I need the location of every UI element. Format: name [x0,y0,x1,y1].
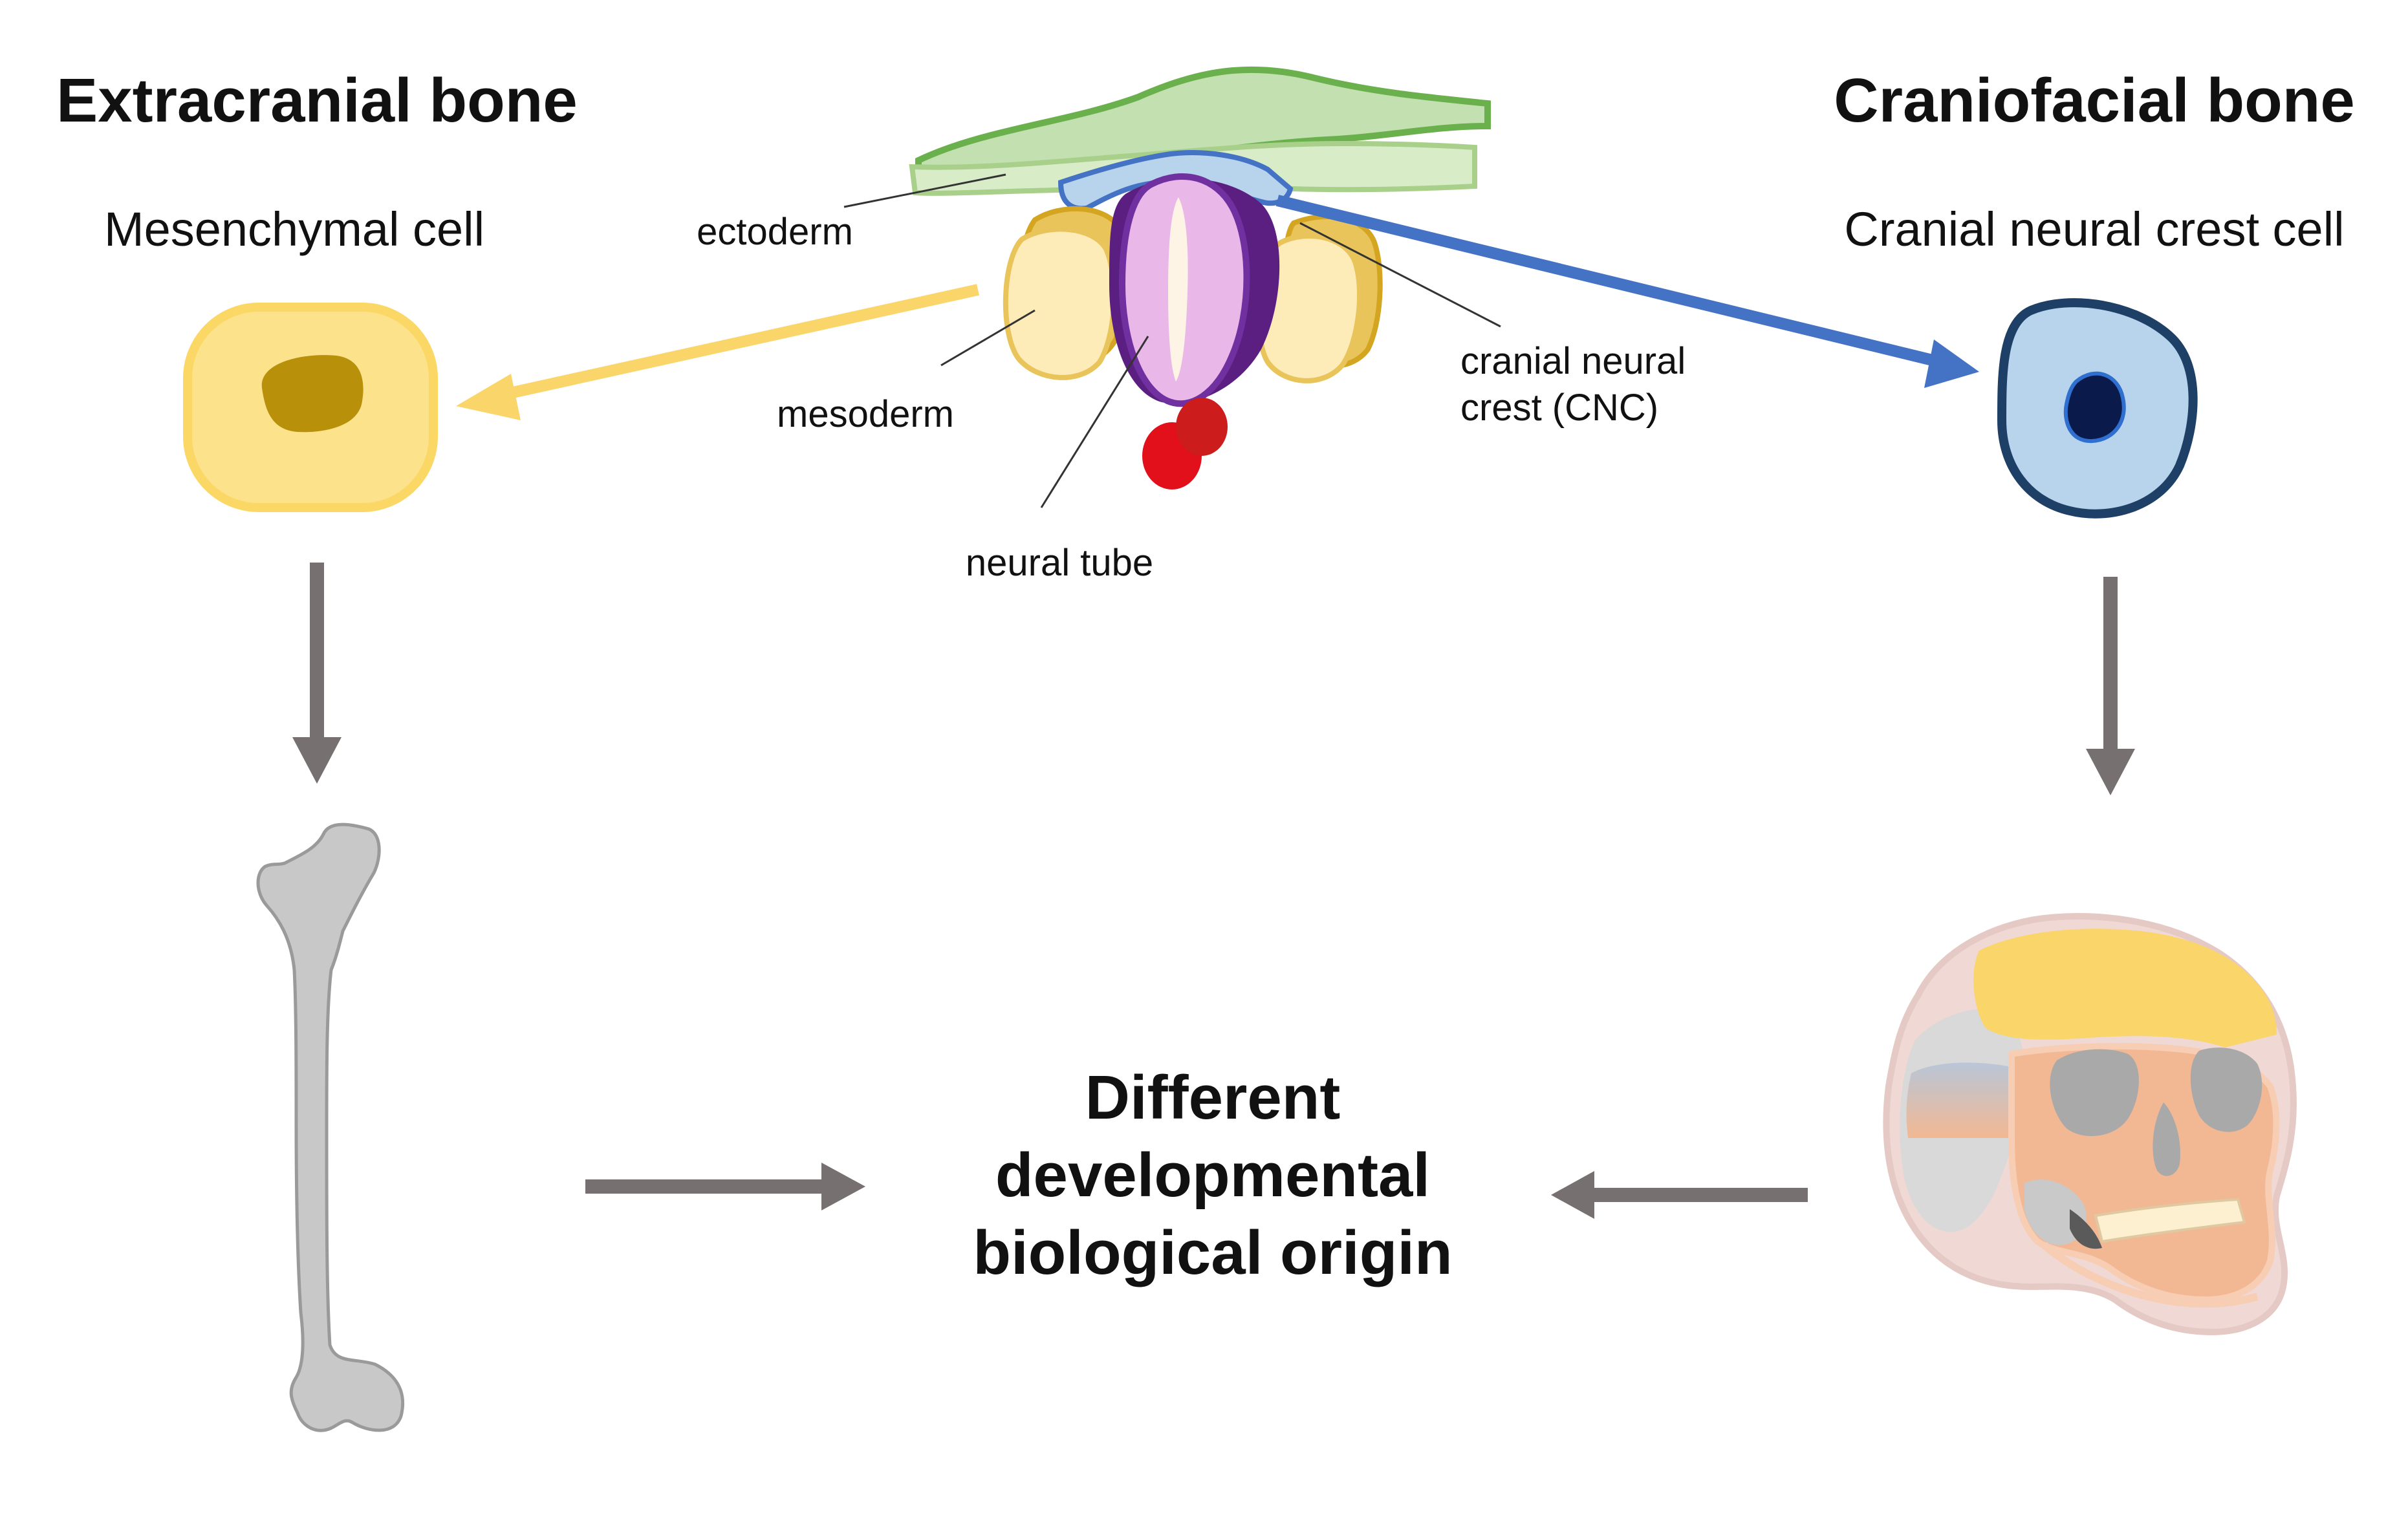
mesenchymal-nucleus [261,355,363,433]
ectoderm-label: ectoderm [697,211,853,253]
neural-tube-lumen [1168,197,1188,382]
mesenchymal-cell [183,303,438,512]
yellow-arrow-to-mesenchymal [456,284,979,420]
center-line-1: Different [1085,1063,1341,1132]
mesoderm-leader [940,309,1036,367]
mesoderm-left [1003,226,1117,380]
cranial-neural-crest-cell [1997,298,2198,519]
cnc-cell-nucleus [2063,371,2126,444]
cnc-leader [1299,222,1501,328]
arrow-femur-to-center [585,1163,865,1210]
craniofacial-bone-title: Craniofacial bone [1834,66,2355,135]
extracranial-bone-title: Extracranial bone [56,66,578,135]
arrow-skull-to-center [1551,1171,1808,1219]
neural-tube-leader [1040,336,1149,508]
cnc-label-line1: cranial neural [1460,340,1686,382]
skull-icon [1883,913,2297,1336]
center-line-3: biological origin [973,1218,1452,1287]
arrow-mesenchymal-to-femur [292,563,342,784]
femur-icon [256,822,405,1432]
neural-tube-label: neural tube [966,542,1153,584]
blue-arrow-to-cnc-cell [1275,195,1979,388]
cnc-label-line2: crest (CNC) [1460,387,1658,429]
mesoderm-label: mesoderm [777,393,954,435]
center-line-2: developmental [995,1141,1430,1210]
ectoderm-leader [843,173,1006,208]
arrow-cnc-to-skull [2086,577,2135,795]
notochord-upper [1176,398,1228,456]
cranial-neural-crest-cell-label: Cranial neural crest cell [1844,202,2344,256]
embryo-cross-section: ectoderm mesoderm neural tube cranial ne… [697,66,1686,584]
mesenchymal-cell-label: Mesenchymal cell [104,202,484,256]
